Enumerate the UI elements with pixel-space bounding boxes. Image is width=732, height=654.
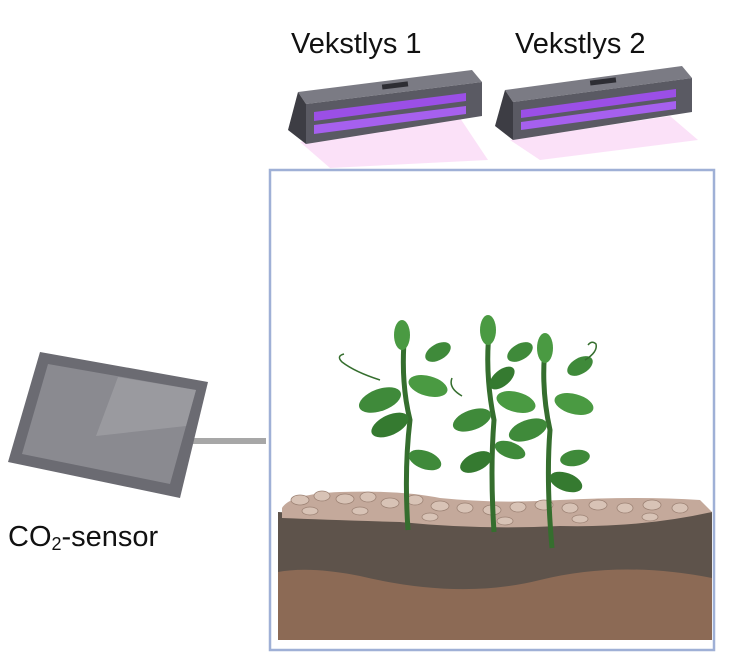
leaf [494, 440, 526, 460]
leaf [554, 393, 594, 415]
leaf [425, 342, 451, 362]
plant-stem [485, 324, 497, 533]
light-glow [510, 116, 698, 160]
leaf [507, 342, 533, 362]
co2-sensor-label-prefix: CO [8, 521, 52, 553]
plant-stem [400, 329, 413, 531]
leaf [371, 412, 409, 438]
grow-light-2-label: Vekstlys 2 [515, 28, 646, 60]
co2-sensor-label-suffix: -sensor [61, 521, 159, 553]
leaf [460, 451, 492, 473]
light-tube-lower [521, 101, 676, 130]
grow-light-2 [495, 66, 698, 160]
plant-2 [450, 315, 536, 533]
grow-light-1-label: Vekstlys 1 [291, 28, 422, 60]
light-switch [381, 81, 409, 90]
light-tube-upper [521, 89, 676, 118]
leaf [489, 366, 515, 390]
plant-3 [508, 333, 598, 549]
leaf [537, 333, 553, 363]
leaf [480, 315, 496, 345]
light-housing-front [495, 90, 513, 140]
tendril [450, 377, 463, 397]
leaf [567, 356, 593, 376]
soil-middle-layer [278, 512, 712, 590]
leaf [408, 375, 448, 397]
leaf [358, 387, 402, 413]
tendril [338, 353, 381, 381]
tendril [584, 341, 598, 361]
co2-sensor-label-subscript: 2 [51, 534, 62, 554]
leaf [560, 449, 590, 467]
gravel-stones [290, 490, 689, 526]
leaf [452, 408, 492, 432]
leaf [394, 320, 410, 350]
growth-chamber-frame [268, 168, 716, 652]
plant-1 [338, 320, 451, 531]
light-housing-front [288, 92, 306, 144]
co2-sensor [8, 352, 266, 498]
soil [278, 490, 712, 640]
co2-sensor-label: CO2-sensor [8, 521, 159, 554]
pea-plants [338, 315, 598, 549]
leaf [549, 471, 583, 493]
leaf [508, 418, 548, 442]
leaf [496, 391, 536, 413]
light-tube-lower [314, 106, 466, 134]
light-switch [589, 77, 617, 86]
sensor-screen-glare [96, 377, 196, 436]
light-tube-upper [314, 93, 466, 121]
plant-stem [541, 339, 555, 549]
light-glow [300, 118, 488, 168]
leaf [408, 449, 442, 471]
grow-light-1 [288, 70, 488, 168]
